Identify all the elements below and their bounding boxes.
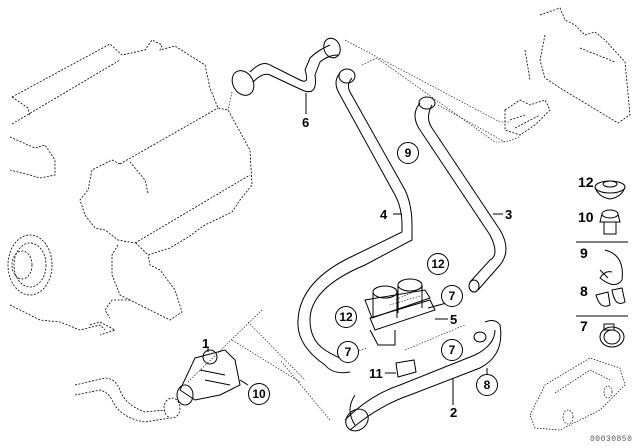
legend-label-8: 8 (580, 283, 588, 299)
heater-valve-5 (364, 278, 451, 346)
part-label-11: 11 (369, 366, 383, 381)
callout-7-lower: 7 (441, 339, 463, 361)
callout-12-upper: 12 (427, 253, 449, 275)
callout-12-left: 12 (335, 306, 357, 328)
leader-lines-dotted (187, 39, 521, 421)
legend-clamp-8-icon (595, 287, 626, 307)
hose-2 (344, 320, 502, 432)
legend-grommet-12-icon (594, 180, 626, 200)
legend-label-7: 7 (580, 318, 588, 334)
part-label-4: 4 (380, 207, 388, 222)
water-pump-1 (176, 348, 249, 406)
callout-8: 8 (476, 374, 498, 396)
part-label-3: 3 (505, 207, 513, 222)
legend-label-10: 10 (578, 209, 594, 225)
legend-clamp-9-icon (599, 249, 623, 285)
legend-grommet-10-icon (599, 209, 621, 235)
legend-label-12: 12 (578, 174, 594, 190)
hose-4 (297, 68, 413, 374)
callout-10: 10 (248, 383, 270, 405)
engine-block-outline (7, 39, 253, 336)
reference-number: 00030850 (590, 435, 633, 444)
hose-3 (414, 96, 507, 293)
callout-9: 9 (397, 142, 419, 164)
callout-7-left: 7 (337, 341, 359, 363)
hose-6 (231, 37, 341, 114)
legend-dividers (576, 241, 628, 317)
part-label-6: 6 (302, 115, 310, 130)
bracket-11 (385, 359, 417, 378)
heater-core-outline (504, 7, 631, 136)
lower-hose-dashed (74, 377, 181, 423)
car-silhouette-icon (529, 357, 626, 431)
part-label-2: 2 (450, 405, 458, 420)
part-label-1: 1 (202, 336, 210, 351)
part-label-5: 5 (450, 312, 458, 327)
callout-7-right: 7 (441, 285, 463, 307)
legend-clip-7-icon (599, 323, 625, 348)
legend-label-9: 9 (580, 245, 588, 261)
